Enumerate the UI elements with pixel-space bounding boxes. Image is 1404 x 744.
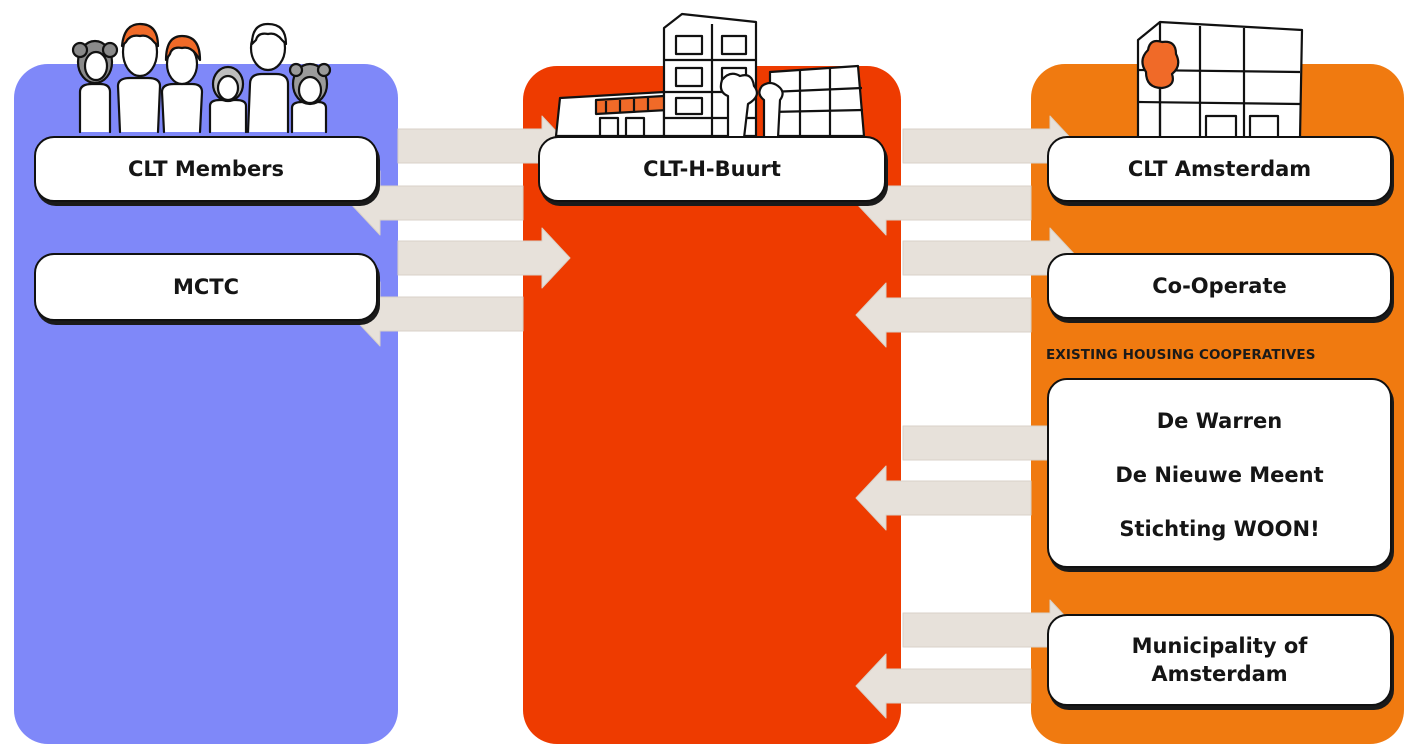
existing-housing-cooperatives-heading: EXISTING HOUSING COOPERATIVES xyxy=(1046,347,1402,363)
office-building-with-tree-icon xyxy=(1138,22,1302,138)
cooperative-de-nieuwe-meent: De Nieuwe Meent xyxy=(1115,463,1323,487)
municipality-label: Municipality of Amsterdam xyxy=(1079,632,1360,689)
co-operate-label: Co-Operate xyxy=(1152,274,1287,298)
group-of-people-icon xyxy=(73,24,330,132)
mctc-box: MCTC xyxy=(34,253,378,321)
apartment-building-icon xyxy=(556,14,864,138)
cooperative-de-warren: De Warren xyxy=(1157,409,1282,433)
clt-h-buurt-label: CLT-H-Buurt xyxy=(643,157,781,181)
mctc-label: MCTC xyxy=(173,275,239,299)
clt-amsterdam-label: CLT Amsterdam xyxy=(1128,157,1311,181)
housing-cooperatives-box: De Warren De Nieuwe Meent Stichting WOON… xyxy=(1047,378,1392,568)
clt-members-box: CLT Members xyxy=(34,136,378,202)
cooperative-stichting-woon: Stichting WOON! xyxy=(1119,517,1319,541)
co-operate-box: Co-Operate xyxy=(1047,253,1392,319)
clt-h-buurt-box: CLT-H-Buurt xyxy=(538,136,886,202)
municipality-of-amsterdam-box: Municipality of Amsterdam xyxy=(1047,614,1392,706)
clt-members-label: CLT Members xyxy=(128,157,284,181)
clt-amsterdam-box: CLT Amsterdam xyxy=(1047,136,1392,202)
